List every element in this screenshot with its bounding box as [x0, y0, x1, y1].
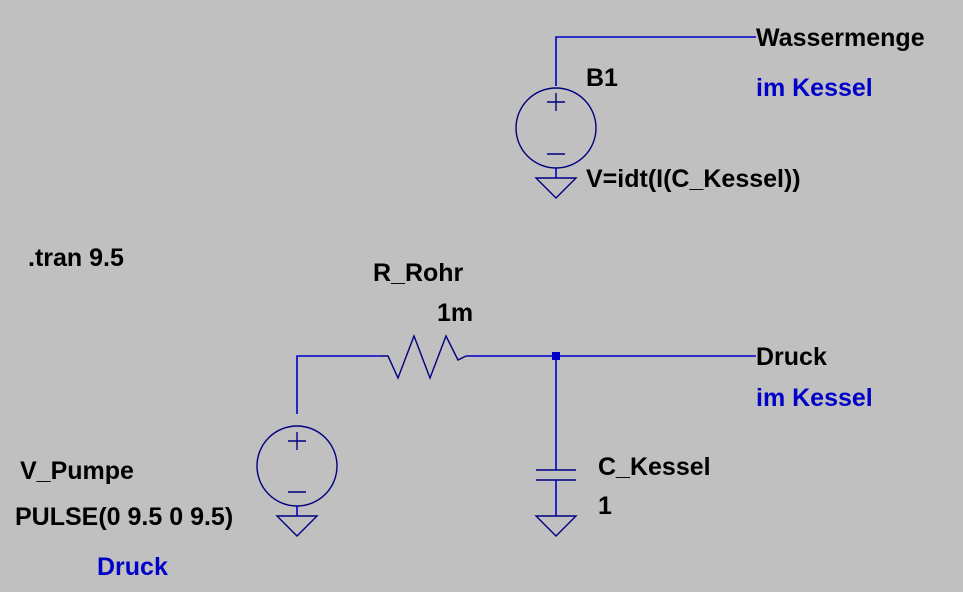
- b1-source[interactable]: [515, 36, 756, 199]
- pump-name-label[interactable]: V_Pumpe: [20, 457, 134, 485]
- capacitor-c-kessel[interactable]: [534, 469, 578, 537]
- pump-value-label[interactable]: PULSE(0 9.5 0 9.5): [15, 503, 233, 531]
- druck-net[interactable]: [552, 352, 756, 470]
- pump-to-resistor-wire[interactable]: [296, 355, 380, 414]
- wassermenge-wire[interactable]: [555, 36, 756, 86]
- net-label-druck[interactable]: Druck: [756, 343, 827, 371]
- tran-directive[interactable]: .tran 9.5: [28, 244, 124, 272]
- resistor-r-rohr[interactable]: [296, 334, 556, 414]
- resistor-name-label[interactable]: R_Rohr: [373, 259, 464, 287]
- capacitor-name-label[interactable]: C_Kessel: [598, 453, 711, 481]
- capacitor-ground-symbol: [534, 515, 578, 537]
- comment-druck-im-kessel[interactable]: im Kessel: [756, 384, 873, 412]
- b1-value-label[interactable]: V=idt(I(C_Kessel)): [586, 165, 801, 193]
- resistor-value-label[interactable]: 1m: [437, 299, 473, 327]
- capacitor-value-label[interactable]: 1: [598, 492, 612, 520]
- b1-name-label[interactable]: B1: [586, 64, 618, 92]
- comment-pump-druck[interactable]: Druck: [97, 553, 168, 581]
- net-label-wassermenge[interactable]: Wassermenge: [756, 24, 925, 52]
- comment-wassermenge-im-kessel[interactable]: im Kessel: [756, 74, 873, 102]
- b1-ground-symbol: [534, 177, 578, 199]
- pump-source[interactable]: [256, 425, 338, 537]
- resistor-zigzag: [380, 334, 467, 380]
- pump-ground-symbol: [275, 515, 319, 537]
